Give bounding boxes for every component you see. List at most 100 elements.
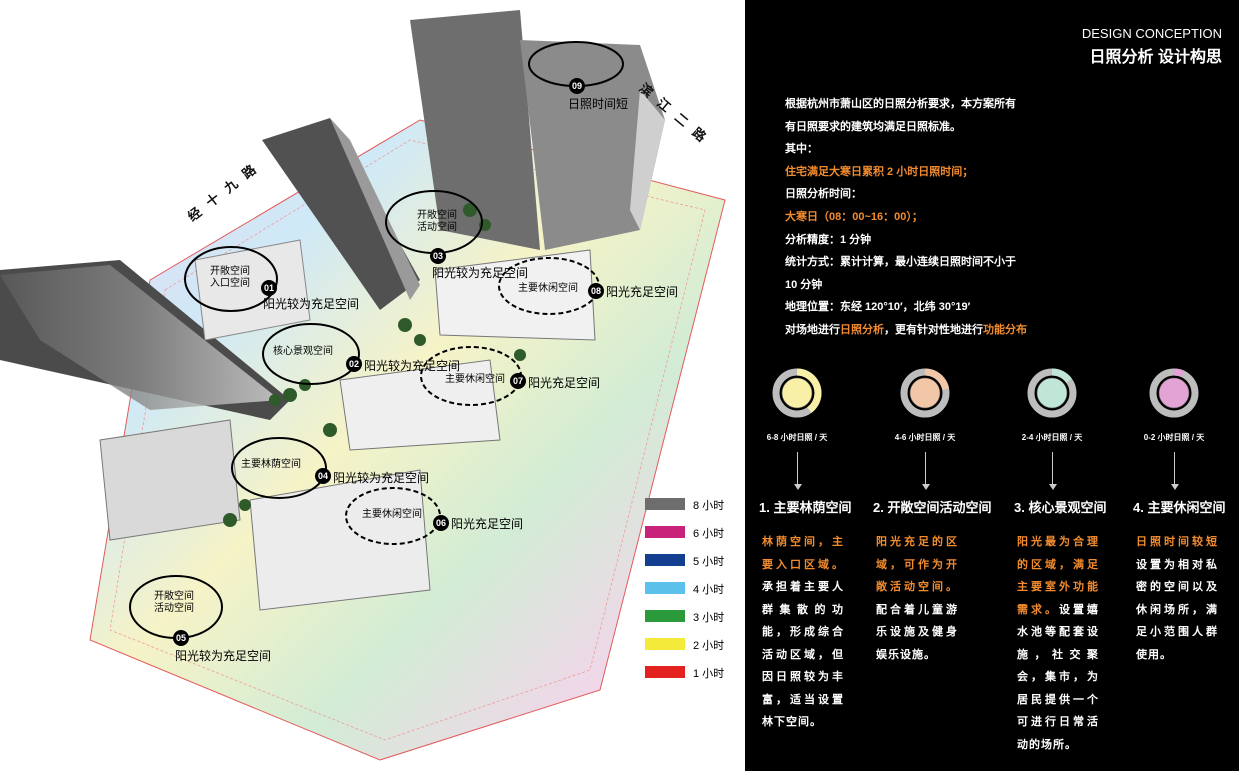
donut-center: [909, 377, 941, 409]
building-b: [434, 249, 596, 341]
marker-07: 07: [510, 373, 526, 389]
caption-08: 阳光充足空间: [606, 285, 679, 299]
sunlight-donut: [900, 368, 950, 418]
tower-north-a: [410, 10, 540, 250]
down-arrow-line: [1052, 452, 1053, 486]
ellipse-label-07: 主要休闲空间: [445, 374, 505, 385]
down-arrow-line: [1174, 452, 1175, 486]
donut-label: 4-6 小时日照 / 天: [894, 433, 956, 442]
ellipse-01: [184, 246, 278, 312]
donut-label: 6-8 小时日照 / 天: [766, 433, 828, 442]
legend-label: 6 小时: [693, 528, 725, 540]
legend-item: 1 小时: [645, 666, 745, 680]
marker-02: 02: [346, 356, 362, 372]
donut-sweep: [924, 368, 950, 390]
description-line: 10 分钟: [785, 278, 823, 291]
marker-09: 09: [569, 78, 585, 94]
down-arrow-line: [925, 452, 926, 486]
description-line: 分析精度：1 分钟: [785, 233, 872, 246]
donut-center: [1158, 377, 1190, 409]
description-line: 住宅满足大寒日累积 2 小时日照时间；: [785, 165, 974, 178]
down-arrow-line: [797, 452, 798, 486]
column-body: 阳光最为合理的区域，满足主要室外功能需求。设置嬉水池等配套设施，社交聚会，集市，…: [1017, 536, 1099, 751]
caption-02: 阳光较为充足空间: [364, 359, 461, 373]
tower-north-b: [520, 40, 665, 250]
description-line: 其中：: [785, 143, 818, 156]
column-title: 1. 主要林荫空间: [759, 500, 852, 515]
ellipse-label-04: 主要林荫空间: [241, 459, 301, 470]
legend-swatch: [645, 498, 685, 510]
description-line: 统计方式：累计计算，最小连续日照时间不小于: [785, 256, 1016, 269]
legend-label: 5 小时: [693, 556, 725, 568]
building-d: [249, 469, 431, 611]
column-body: 林荫空间，主要入口区域。承担着主要人群集散的功能，形成综合活动区域，但因日照较为…: [762, 536, 844, 728]
sunlight-donut: [1149, 368, 1199, 418]
marker-03: 03: [430, 248, 446, 264]
header-english: DESIGN CONCEPTION: [1081, 26, 1222, 41]
legend-item: 4 小时: [645, 582, 745, 596]
caption-09: 日照时间短: [568, 97, 629, 111]
caption-06: 阳光充足空间: [451, 517, 524, 531]
legend-swatch: [645, 638, 685, 650]
caption-01: 阳光较为充足空间: [263, 297, 360, 311]
ellipse-label-03: 开敞空间 活动空间: [417, 210, 457, 233]
legend-swatch: [645, 526, 685, 538]
description-line: 有日照要求的建筑均满足日照标准。: [785, 120, 961, 133]
trees: [223, 203, 526, 527]
down-arrow-icon: [1170, 484, 1179, 490]
ellipse-label-01: 开敞空间 入口空间: [210, 266, 250, 289]
tower-mid: [262, 118, 420, 310]
caption-03: 阳光较为充足空间: [432, 266, 529, 280]
design-conception-panel: DESIGN CONCEPTION 日照分析 设计构思 根据杭州市萧山区的日照分…: [745, 0, 1239, 771]
column-title: 2. 开敞空间活动空间: [873, 500, 992, 515]
marker-06: 06: [433, 515, 449, 531]
description-line: 根据杭州市萧山区的日照分析要求，本方案所有: [785, 98, 1016, 110]
description-line: 日照分析时间：: [785, 188, 862, 201]
ellipse-label-08: 主要休闲空间: [518, 283, 578, 294]
legend-swatch: [645, 554, 685, 566]
donut-label: 0-2 小时日照 / 天: [1143, 433, 1205, 442]
sunlight-donut: [772, 368, 822, 418]
donut-sweep: [1051, 368, 1072, 383]
legend-swatch: [645, 610, 685, 622]
marker-04: 04: [315, 468, 331, 484]
legend-label: 8 小时: [693, 500, 725, 512]
legend-label: 3 小时: [693, 612, 725, 624]
column-title: 3. 核心景观空间: [1014, 500, 1107, 515]
sunlight-donut: [1027, 368, 1077, 418]
marker-05: 05: [173, 630, 189, 646]
legend-swatch: [645, 666, 685, 678]
legend-label: 2 小时: [693, 640, 725, 652]
legend-item: 6 小时: [645, 526, 745, 540]
donut-sweep: [796, 368, 822, 413]
column-title: 4. 主要休闲空间: [1133, 500, 1226, 515]
legend-item: 3 小时: [645, 610, 745, 624]
legend-swatch: [645, 582, 685, 594]
legend-item: 8 小时: [645, 498, 745, 512]
caption-04: 阳光较为充足空间: [333, 471, 430, 485]
donut-sweep: [1173, 368, 1185, 378]
building-e: [99, 419, 241, 541]
donut-center: [1036, 377, 1068, 409]
description-line: 大寒日（08：00~16：00）；: [785, 211, 923, 223]
ellipse-02: [262, 323, 360, 385]
legend-label: 4 小时: [693, 584, 725, 596]
ellipse-label-05: 开敞空间 活动空间: [154, 591, 194, 614]
marker-08: 08: [588, 283, 604, 299]
caption-07: 阳光充足空间: [528, 376, 601, 390]
header-chinese: 日照分析 设计构思: [1089, 49, 1222, 66]
donut-label: 2-4 小时日照 / 天: [1021, 433, 1083, 442]
description-line: 地理位置：东经 120°10′，北纬 30°19′: [785, 301, 971, 314]
down-arrow-icon: [793, 484, 802, 490]
column-body: 阳光充足的区域，可作为开敞活动空间。配合着儿童游乐设施及健身娱乐设施。: [876, 536, 958, 661]
building-c: [339, 359, 501, 451]
ellipse-label-02: 核心景观空间: [273, 346, 333, 357]
building-f: [194, 239, 311, 341]
sunlight-analysis-drawing: 经十九路 滨江二路 开敞空间 入口空间 01 阳光较为充足空间 核心景观空间 0…: [0, 10, 745, 761]
legend-label: 1 小时: [693, 668, 725, 680]
ellipse-label-06: 主要休闲空间: [362, 509, 422, 520]
column-body: 日照时间较短设置为相对私密的空间以及休闲场所，满足小范围人群使用。: [1136, 536, 1218, 661]
donut-center: [781, 377, 813, 409]
caption-05: 阳光较为充足空间: [175, 649, 272, 663]
description-line: 对场地进行日照分析，更有针对性地进行功能分布: [785, 324, 1027, 336]
